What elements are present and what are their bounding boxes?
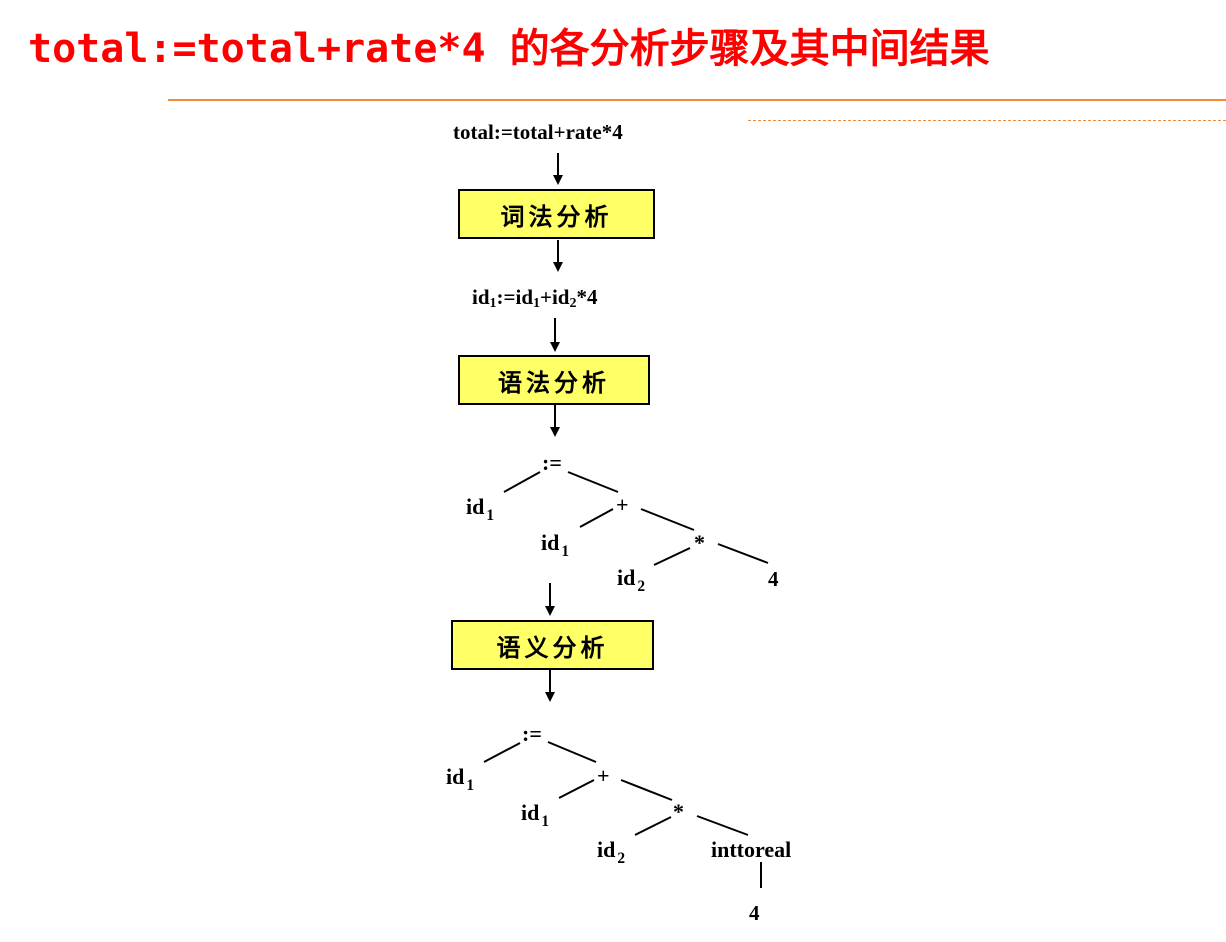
title-divider <box>168 99 1226 101</box>
node-id-text: id <box>446 764 465 789</box>
token-op: + <box>540 285 552 309</box>
node-subscript: 1 <box>541 813 550 830</box>
syntax-edge-plus-id1 <box>579 508 614 528</box>
semantic-node-times: * <box>673 799 684 824</box>
syntax-node-plus: + <box>616 492 629 517</box>
source-expression: total:=total+rate*4 <box>453 120 623 144</box>
node-subscript: 2 <box>617 850 626 867</box>
token-stream: id1:=id1+id2*4 <box>472 287 597 311</box>
semantic-edge-assign-id1 <box>483 742 521 763</box>
syntax-edge-assign-id1 <box>503 471 541 493</box>
syntax-edge-times-4 <box>717 543 769 564</box>
node-subscript: 1 <box>561 543 570 560</box>
page-title: total:=total+rate*4 的各分析步骤及其中间结果 <box>28 26 990 72</box>
syntax-analysis-box: 语法分析 <box>458 355 650 405</box>
token-id: id <box>551 285 570 309</box>
syntax-edge-plus-times <box>640 508 695 531</box>
semantic-node-assign: := <box>522 721 542 746</box>
syntax-node-const: 4 <box>768 567 779 591</box>
node-subscript: 1 <box>466 777 475 794</box>
token-id: id <box>515 285 533 309</box>
semantic-node-const: 4 <box>749 901 760 925</box>
token-sub: 1 <box>533 296 540 311</box>
syntax-edge-assign-plus <box>567 471 619 493</box>
semantic-edge-times-inttoreal <box>696 815 749 836</box>
token-op: * <box>576 285 587 309</box>
syntax-node-times: * <box>694 530 705 555</box>
node-subscript: 1 <box>486 507 495 524</box>
semantic-node-plus: + <box>597 763 610 788</box>
node-id-text: id <box>521 800 540 825</box>
token-sub: 2 <box>569 296 577 311</box>
token-op: := <box>496 285 516 309</box>
token-sub: 1 <box>489 296 497 311</box>
node-id-text: id <box>541 530 560 555</box>
dashed-divider <box>748 120 1226 121</box>
semantic-edge-assign-plus <box>547 741 597 763</box>
semantic-edge-plus-times <box>620 779 673 801</box>
syntax-edge-times-id2 <box>653 547 691 566</box>
token-id: id <box>472 285 490 309</box>
semantic-edge-times-id2 <box>634 816 672 836</box>
lexical-analysis-box: 词法分析 <box>458 189 655 239</box>
semantic-edge-plus-id1 <box>558 779 595 799</box>
node-id-text: id <box>466 494 485 519</box>
syntax-node-assign: := <box>542 450 562 475</box>
semantic-analysis-box: 语义分析 <box>451 620 654 670</box>
token-const: 4 <box>586 285 598 309</box>
node-id-text: id <box>617 565 636 590</box>
node-id-text: id <box>597 837 616 862</box>
node-subscript: 2 <box>637 578 646 595</box>
semantic-node-inttoreal: inttoreal <box>711 837 792 862</box>
